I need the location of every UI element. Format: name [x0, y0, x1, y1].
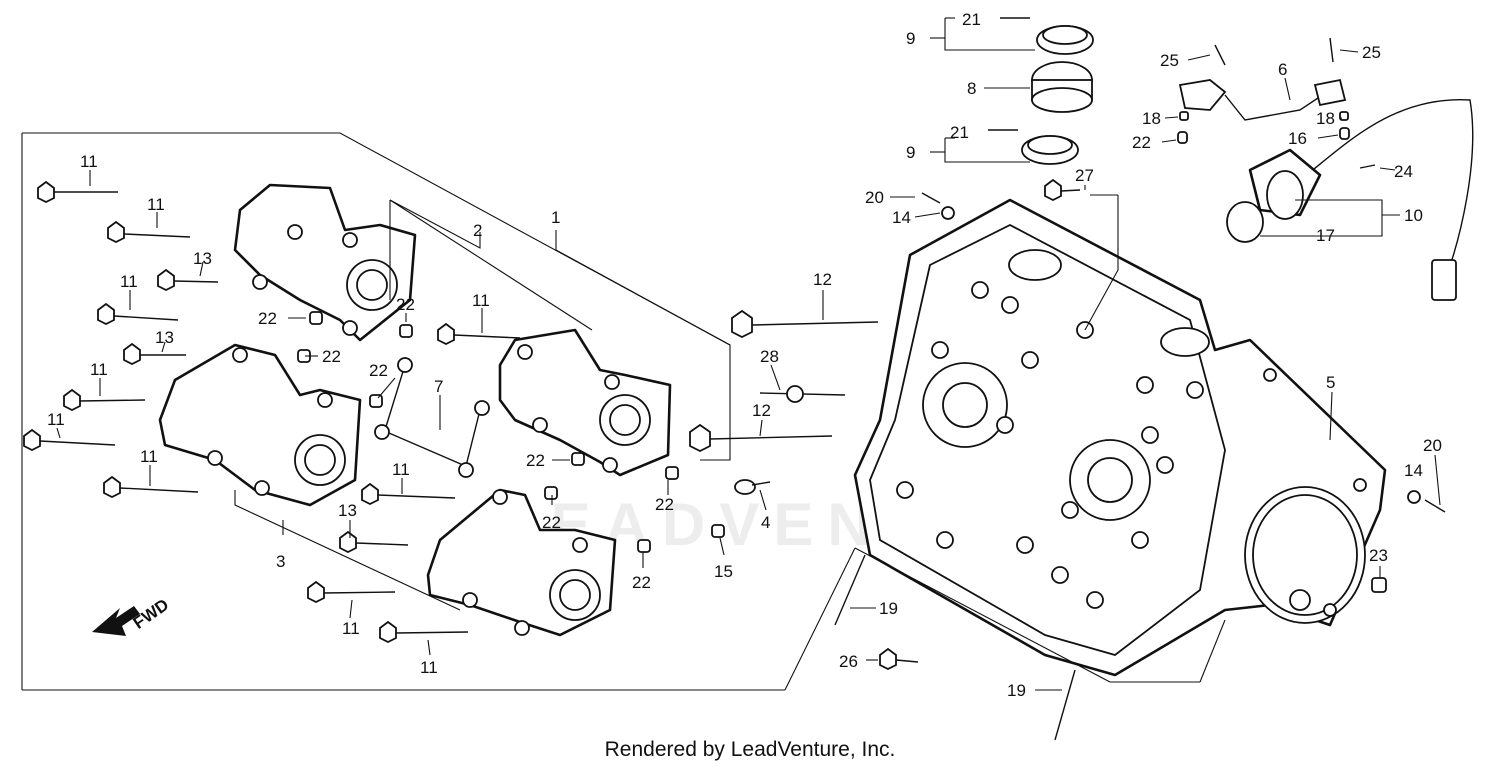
- callout-19-b: 19: [1007, 681, 1026, 700]
- callout-11-f: 11: [140, 447, 158, 466]
- dowel-pins: [297, 311, 1387, 593]
- callout-14-left: 14: [892, 208, 911, 227]
- callout-10: 10: [1404, 206, 1423, 225]
- callout-14-right: 14: [1404, 461, 1423, 480]
- callout-7: 7: [434, 377, 443, 396]
- callout-22-d: 22: [369, 361, 388, 380]
- callout-27: 27: [1075, 166, 1094, 185]
- callout-25-right: 25: [1362, 43, 1381, 62]
- bolt-11-f: [103, 475, 199, 499]
- bolt-11-i: [307, 580, 396, 604]
- callout-11-d: 11: [90, 360, 108, 379]
- camshaft-holder-upper: [233, 183, 417, 342]
- forward-direction-arrow: FWD: [92, 595, 172, 636]
- bolt-13-a: [157, 268, 219, 292]
- bolt-11-d: [63, 388, 146, 412]
- callout-5: 5: [1326, 373, 1335, 392]
- callout-23: 23: [1369, 546, 1388, 565]
- camshaft-holder-lower: [426, 488, 617, 637]
- callout-17: 17: [1316, 226, 1335, 245]
- rocker-rod: [374, 357, 490, 478]
- callout-11-i: 11: [342, 619, 360, 638]
- callout-11-g: 11: [472, 291, 490, 310]
- callout-1: 1: [551, 208, 560, 227]
- bolt-13-c: [339, 530, 409, 554]
- cylinder-head: [853, 198, 1387, 677]
- callout-22-b: 22: [396, 295, 415, 314]
- callout-13-a: 13: [193, 249, 212, 268]
- callout-6: 6: [1278, 60, 1287, 79]
- callout-22-f: 22: [655, 495, 674, 514]
- callout-21-top: 21: [962, 10, 981, 29]
- sensor-assembly: [1177, 37, 1474, 301]
- bolt-11-h: [361, 482, 456, 506]
- callout-13-b: 13: [155, 328, 174, 347]
- callout-11-j: 11: [420, 658, 438, 677]
- callout-12-b: 12: [752, 401, 771, 420]
- callout-22-g: 22: [542, 513, 561, 532]
- callout-21-bottom: 21: [950, 123, 969, 142]
- callout-13-c: 13: [338, 501, 357, 520]
- bolt-11-j: [379, 620, 469, 644]
- callout-20-left: 20: [865, 188, 884, 207]
- callout-25-left: 25: [1160, 51, 1179, 70]
- washers-and-bolts: [921, 192, 1446, 513]
- seal-parts: [988, 17, 1094, 165]
- callout-18-right: 18: [1316, 109, 1335, 128]
- bolt-13-b: [123, 342, 186, 366]
- callout-11-c: 11: [120, 272, 138, 291]
- callout-19-a: 19: [879, 599, 898, 618]
- callout-16: 16: [1288, 129, 1307, 148]
- callout-11-b: 11: [147, 195, 165, 214]
- callout-22-i: 22: [1132, 133, 1151, 152]
- callout-22-c: 22: [322, 347, 341, 366]
- camshaft-holder-left: [158, 343, 362, 507]
- bolts: [23, 178, 1081, 671]
- callout-9-top: 9: [906, 29, 915, 48]
- callout-26: 26: [839, 652, 858, 671]
- callout-8: 8: [967, 79, 976, 98]
- bolt-11-b: [107, 220, 191, 244]
- footer-credit: Rendered by LeadVenture, Inc.: [604, 738, 896, 761]
- studs: [834, 554, 1076, 741]
- bolt-11-a: [37, 180, 118, 204]
- bolt-11-g: [437, 322, 521, 346]
- callout-20-right: 20: [1423, 436, 1442, 455]
- bolt-11-c: [97, 302, 179, 326]
- bolt-27: [1044, 178, 1081, 202]
- callout-11-e: 11: [47, 410, 65, 429]
- callout-2: 2: [473, 221, 482, 240]
- bolt-26: [879, 647, 919, 671]
- spark-plug: [759, 385, 846, 403]
- leader-lines: [56, 17, 1441, 691]
- callout-22-a: 22: [258, 309, 277, 328]
- callout-24: 24: [1394, 162, 1413, 181]
- bolt-12-a: [731, 309, 879, 339]
- callout-22-h: 22: [632, 573, 651, 592]
- camshaft-holder-middle: [498, 328, 672, 477]
- callout-3: 3: [276, 552, 285, 571]
- callout-12-a: 12: [813, 270, 832, 289]
- callout-15: 15: [714, 562, 733, 581]
- sealing-plug: [734, 479, 771, 495]
- callout-11-h: 11: [392, 460, 410, 479]
- callout-9-bottom: 9: [906, 143, 915, 162]
- bolt-11-e: [23, 428, 116, 452]
- callout-4: 4: [761, 513, 770, 532]
- callout-28: 28: [760, 347, 779, 366]
- callout-18-left: 18: [1142, 109, 1161, 128]
- bolt-12-b: [689, 423, 833, 453]
- fwd-label: FWD: [130, 595, 173, 633]
- callout-labels: 1 2 3 4 5 6 7 8 9 9 10 11 11 11 11 11 11…: [47, 10, 1442, 700]
- callout-11-a: 11: [80, 152, 98, 171]
- callout-22-e: 22: [526, 451, 545, 470]
